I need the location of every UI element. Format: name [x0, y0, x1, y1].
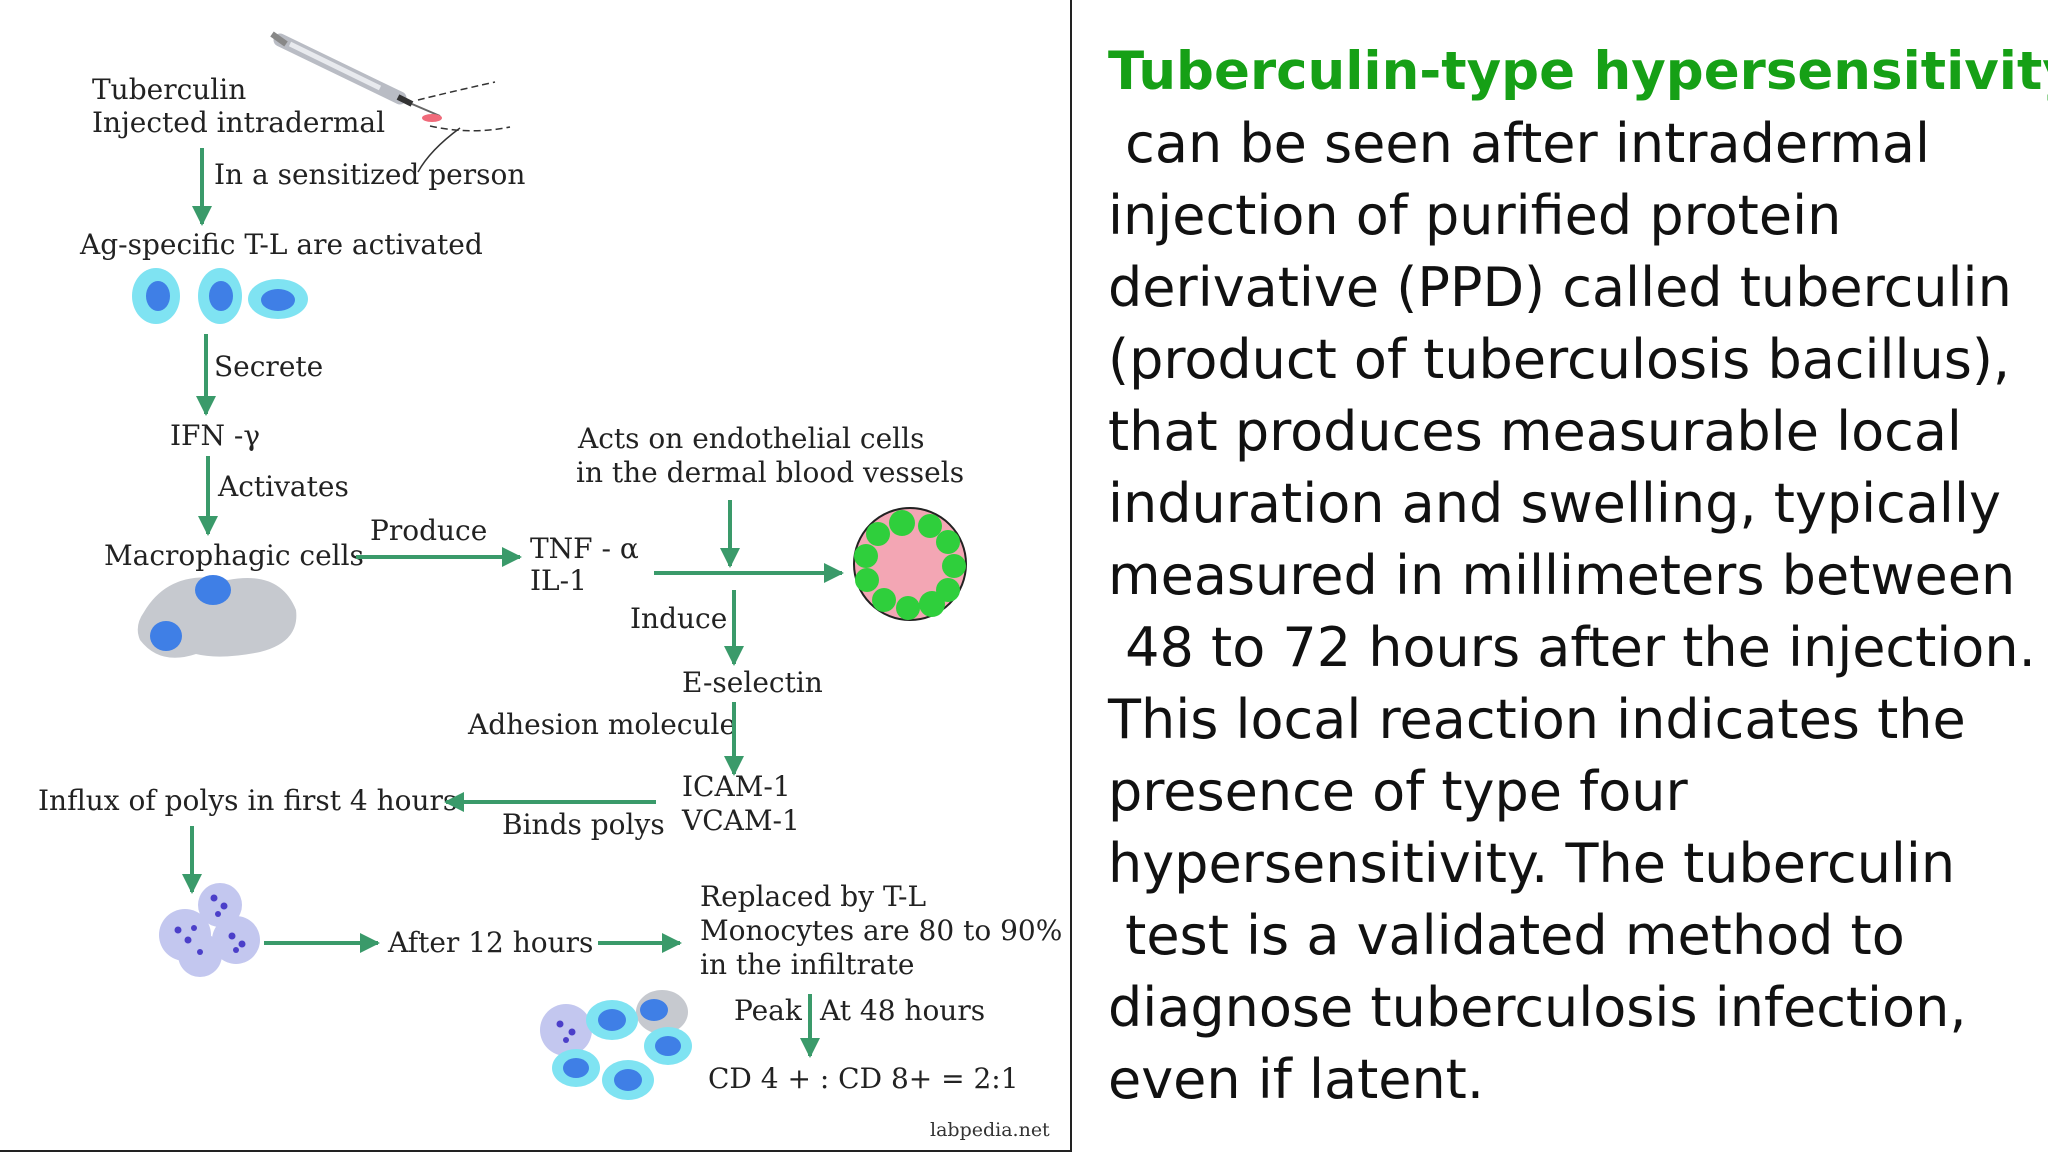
description-line: 48 to 72 hours after the injection.	[1108, 616, 2036, 679]
description-line: This local reaction indicates the	[1108, 688, 1966, 751]
macrophage-icon	[137, 575, 297, 658]
produce-label: Produce	[370, 514, 487, 547]
monocytes-percent-label: Monocytes are 80 to 90%	[700, 914, 1062, 947]
pathway-arrows	[182, 148, 844, 1058]
activates-label: Activates	[217, 470, 349, 503]
blood-vessel-icon	[853, 507, 967, 621]
at-48-hours-label: At 48 hours	[819, 994, 985, 1027]
induce-label: Induce	[630, 602, 727, 635]
influx-polys-label: Influx of polys in first 4 hours	[38, 784, 457, 817]
description-line: derivative (PPD) called tuberculin	[1108, 256, 2012, 319]
cd4-cd8-ratio-label: CD 4 + : CD 8+ = 2:1	[708, 1062, 1019, 1095]
description-line: presence of type four	[1108, 760, 1688, 823]
acts-on-endothelial-label: Acts on endothelial cells	[577, 422, 924, 455]
vcam-label: VCAM-1	[681, 804, 800, 837]
polymorph-cluster-icon	[159, 883, 260, 977]
il1-label: IL-1	[530, 564, 587, 597]
dermal-vessels-label: in the dermal blood vessels	[576, 456, 964, 489]
description-line: test is a validated method to	[1108, 904, 1905, 967]
secrete-label: Secrete	[214, 350, 323, 383]
description-line: can be seen after intradermal	[1108, 112, 1931, 175]
description-line: hypersensitivity. The tuberculin	[1108, 832, 1956, 895]
tnf-alpha-label: TNF - α	[530, 532, 639, 565]
description-line: injection of purified protein	[1108, 184, 1842, 247]
after-12-hours-label: After 12 hours	[387, 926, 593, 959]
description-title: Tuberculin-type hypersensitivity	[1108, 41, 2048, 102]
t-lymphocyte-icon	[132, 268, 308, 324]
description-line: measured in millimeters between	[1108, 544, 2016, 607]
description-line: (product of tuberculosis bacillus),	[1108, 328, 2011, 391]
description-line: diagnose tuberculosis infection,	[1108, 976, 1967, 1039]
injected-intradermal-label: Injected intradermal	[92, 106, 385, 139]
description-line: that produces measurable local	[1108, 400, 1962, 463]
description-line: even if latent.	[1108, 1048, 1485, 1111]
t-cells-activated-label: Ag-specific T-L are activated	[79, 228, 483, 261]
mixed-infiltrate-icon	[540, 990, 692, 1100]
description-line: induration and swelling, typically	[1108, 472, 2001, 535]
infiltrate-label: in the infiltrate	[700, 948, 914, 981]
ifn-gamma-label: IFN -γ	[170, 419, 260, 452]
description-panel: Tuberculin-type hypersensitivity can be …	[1108, 36, 2048, 1116]
pathway-diagram: Tuberculin Injected intradermal In a sen…	[38, 31, 1062, 1141]
adhesion-molecule-label: Adhesion molecule	[467, 708, 736, 741]
binds-polys-label: Binds polys	[502, 808, 665, 841]
peak-label: Peak	[734, 994, 803, 1027]
replaced-by-tl-label: Replaced by T-L	[700, 880, 926, 913]
tuberculin-label: Tuberculin	[92, 73, 246, 106]
diagram-panel: Tuberculin Injected intradermal In a sen…	[0, 0, 1072, 1152]
icam-label: ICAM-1	[682, 770, 791, 803]
syringe-icon	[270, 31, 511, 173]
sensitized-person-label: In a sensitized person	[214, 158, 525, 191]
macrophagic-cells-label: Macrophagic cells	[104, 539, 364, 572]
source-watermark: labpedia.net	[930, 1119, 1050, 1141]
e-selectin-label: E-selectin	[682, 666, 823, 699]
